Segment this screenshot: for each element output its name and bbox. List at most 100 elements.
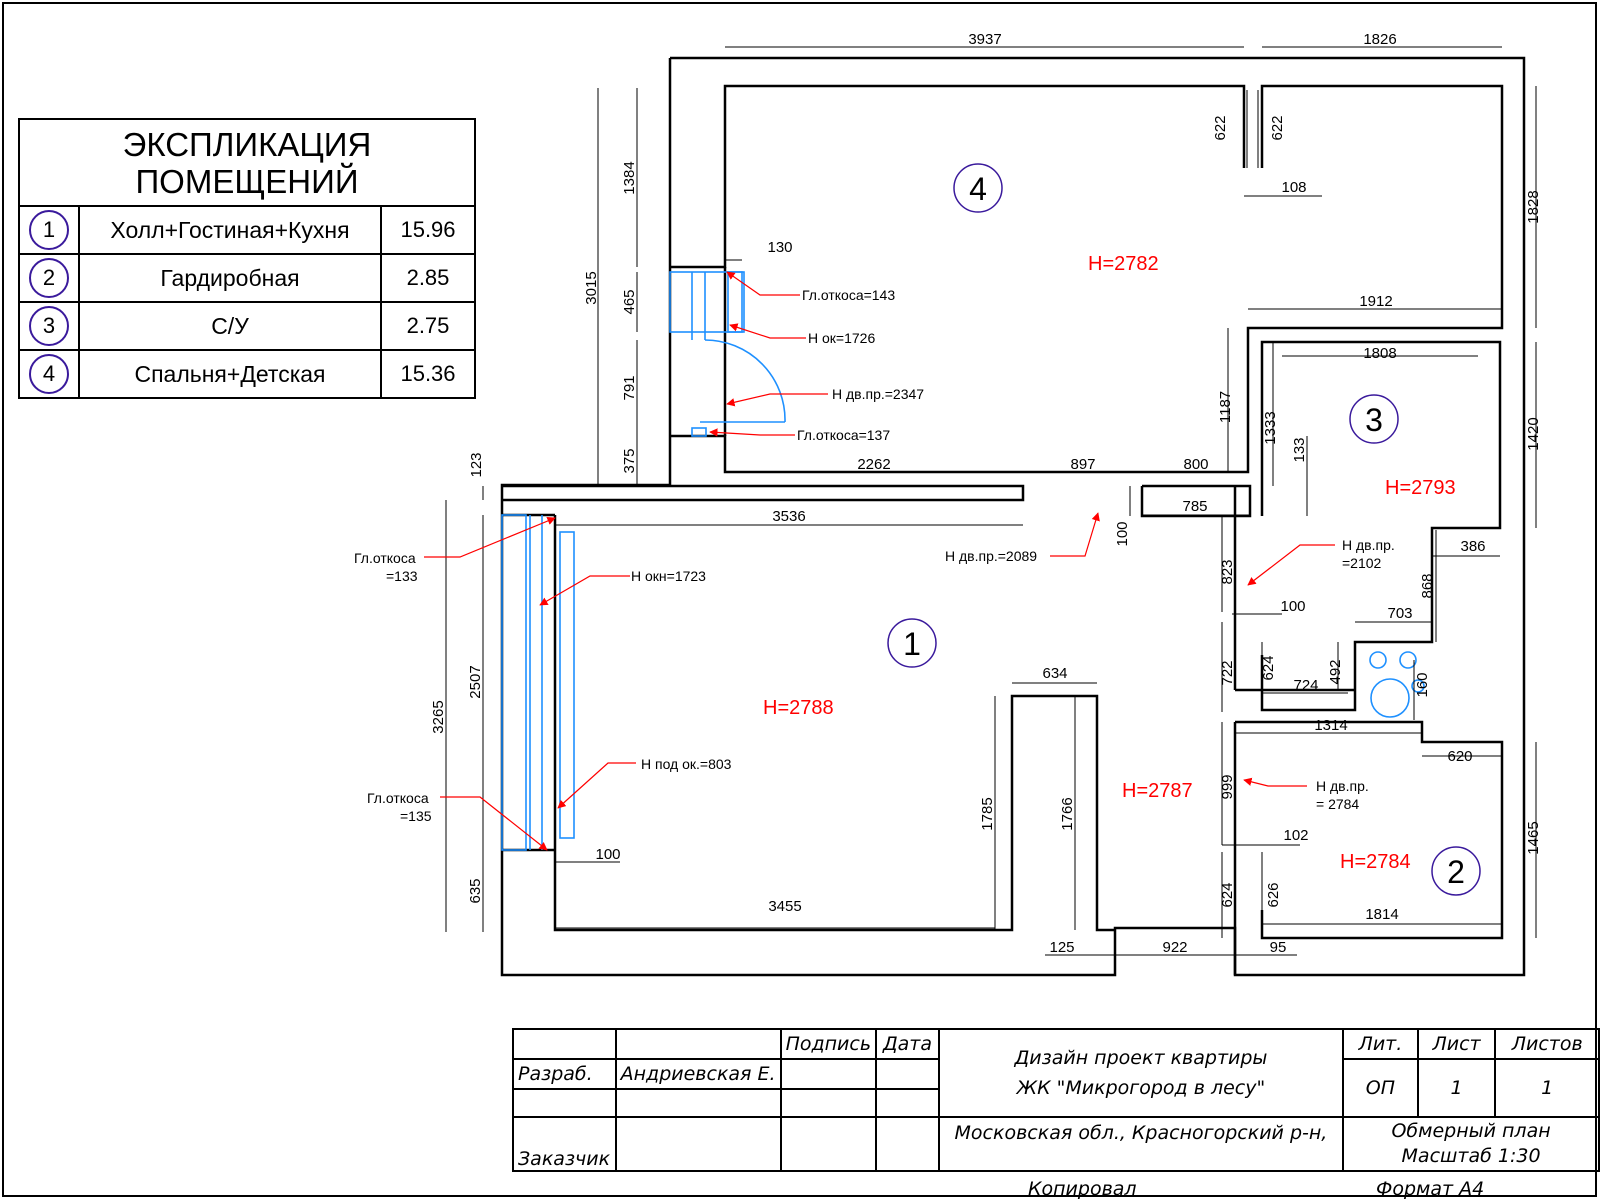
room-number-badge: 1 (29, 210, 69, 250)
height-hall: H=2787 (1122, 780, 1193, 802)
dim-label: 95 (1270, 939, 1287, 956)
room4-inner-wall-left (670, 84, 1246, 269)
balcony-door-swing (704, 339, 786, 423)
table-row: 3 С/У 2.75 (18, 301, 476, 351)
dim-label: 160 (1414, 672, 1431, 697)
room-schedule-table: ЭКСПЛИКАЦИЯ ПОМЕЩЕНИЙ 1 Холл+Гостиная+Ку… (18, 118, 476, 399)
height-room2: H=2784 (1340, 851, 1411, 873)
dim-label: 133 (1291, 437, 1308, 462)
room-marker-1 (887, 618, 937, 668)
note-slope-depth: =133 (386, 568, 418, 584)
note-door-height: =2102 (1342, 555, 1382, 571)
dim-label: 785 (1182, 498, 1207, 515)
room-name: Спальня+Детская (78, 349, 382, 399)
room-number-1: 1 (903, 626, 921, 662)
dim-label: 375 (621, 448, 638, 473)
height-room1: H=2788 (763, 697, 834, 719)
stove-burner (1411, 679, 1425, 693)
note-slope-depth: Гл.откоса (367, 790, 429, 806)
dim-label: 800 (1183, 456, 1208, 473)
dim-label: 703 (1387, 605, 1412, 622)
room-schedule-title: ЭКСПЛИКАЦИЯ ПОМЕЩЕНИЙ (18, 118, 476, 207)
note-door-height: Н дв.пр. (1342, 537, 1395, 553)
window-sill (727, 271, 745, 333)
developer-label: Разраб. (512, 1058, 617, 1090)
dim-label: 2262 (857, 456, 890, 473)
drawing-name-line: Обмерный план (1391, 1120, 1551, 1142)
dim-label: 624 (1219, 882, 1236, 907)
dim-label: 724 (1293, 677, 1318, 694)
dim-label: 1384 (621, 161, 638, 194)
dim-label: 100 (1114, 521, 1131, 546)
developer-name: Андриевская Е. (614, 1058, 782, 1090)
dim-label: 125 (1049, 939, 1074, 956)
sheets-header: Листов (1494, 1028, 1600, 1060)
note-door-height: Н дв.пр.=2347 (832, 386, 924, 402)
date-header: Дата (875, 1028, 940, 1060)
dim-label: 2507 (467, 665, 484, 698)
room-number-badge: 3 (29, 306, 69, 346)
room-area: 15.36 (380, 349, 476, 399)
dim-label: 3937 (968, 31, 1001, 48)
dim-label: 791 (621, 375, 638, 400)
dim-label: 1420 (1525, 417, 1542, 450)
room-marker-3 (1349, 394, 1399, 444)
stove-burner-large (1370, 678, 1410, 718)
dim-label: 999 (1219, 774, 1236, 799)
dim-label: 626 (1265, 882, 1282, 907)
table-row: 2 Гардиробная 2.85 (18, 253, 476, 303)
dim-label: 3265 (430, 700, 447, 733)
address: Московская обл., Красногорский р-н, (937, 1116, 1345, 1172)
room-area: 2.85 (380, 253, 476, 303)
note-door-height: Н дв.пр.=2089 (945, 548, 1037, 564)
project-title-line: ЖК "Микрогород в лесу" (1016, 1077, 1266, 1099)
hall-top-wall-right (1140, 484, 1252, 518)
room-area: 15.96 (380, 205, 476, 255)
stove-burner (1369, 651, 1387, 669)
signature-header: Подпись (779, 1028, 878, 1060)
dim-label: 1766 (1059, 797, 1076, 830)
walls (500, 56, 1526, 977)
window-room4 (669, 271, 743, 333)
dim-label: 1828 (1525, 190, 1542, 223)
dim-label: 492 (1327, 659, 1344, 684)
sheets-value: 1 (1494, 1058, 1600, 1118)
door-sash (691, 427, 707, 437)
height-room3: H=2793 (1385, 477, 1456, 499)
note-slope-depth: Гл.откоса (354, 550, 416, 566)
dim-label: 624 (1260, 655, 1277, 680)
room-name: С/У (78, 301, 382, 351)
dim-label: 1314 (1314, 717, 1347, 734)
note-leaders (424, 271, 1335, 851)
drawing-scale: Масштаб 1:30 (1401, 1145, 1541, 1167)
room-marker-4 (953, 163, 1003, 213)
dimension-labels: 3937 1826 622 622 108 1828 1384 3015 130… (430, 31, 1542, 956)
room-number-3: 3 (1365, 402, 1383, 438)
dim-label: 635 (467, 878, 484, 903)
project-title: Дизайн проект квартиры ЖК "Микрогород в … (937, 1028, 1345, 1118)
dim-label: 722 (1219, 660, 1236, 685)
dim-label: 1333 (1262, 411, 1279, 444)
note-door-height: = 2784 (1316, 796, 1359, 812)
dim-label: 1912 (1359, 293, 1392, 310)
dim-label: 622 (1212, 115, 1229, 140)
copied-by: Копировал (1028, 1178, 1137, 1200)
dim-label: 3015 (583, 271, 600, 304)
dim-label: 3536 (772, 508, 805, 525)
dim-label: 3455 (768, 898, 801, 915)
dim-label: 100 (1280, 598, 1305, 615)
dim-label: 922 (1162, 939, 1187, 956)
annotations: Гл.откоса=143 Н ок=1726 Н дв.пр.=2347 Гл… (354, 287, 1395, 824)
dim-label: 634 (1042, 665, 1067, 682)
room1-inner-wall (553, 515, 1115, 932)
dim-label: 1465 (1525, 821, 1542, 854)
dim-label: 108 (1281, 179, 1306, 196)
stove-burner (1399, 651, 1417, 669)
radiator (559, 531, 575, 839)
dimension-lines (445, 46, 1537, 956)
dim-label: 102 (1283, 827, 1308, 844)
dim-label: 1814 (1365, 906, 1398, 923)
room-number-2: 2 (1447, 854, 1465, 890)
dim-label: 823 (1219, 559, 1236, 584)
